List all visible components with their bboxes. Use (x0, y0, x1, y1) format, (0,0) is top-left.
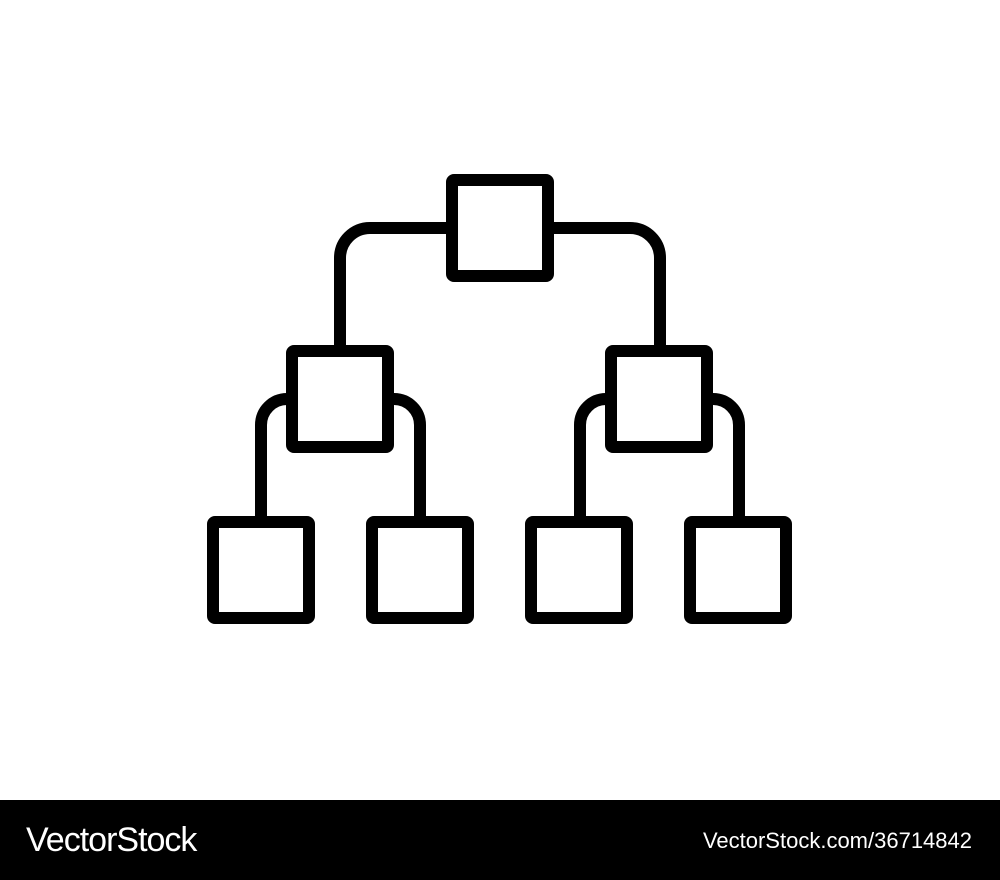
diagram-canvas (207, 174, 792, 624)
connector-root-right (548, 222, 666, 356)
node-leaf-1 (207, 516, 315, 624)
connector-left-mid-to-leaf-1 (255, 393, 293, 527)
node-leaf-4 (684, 516, 792, 624)
connector-root-left (334, 222, 452, 356)
watermark-footer: VectorStock VectorStock.com/36714842 (0, 800, 1000, 880)
brand-logo: VectorStock (26, 820, 197, 860)
connector-right-mid-to-leaf-4 (707, 393, 745, 527)
hierarchy-tree-icon (207, 174, 792, 624)
node-mid-left (286, 345, 394, 453)
connector-left-mid-to-leaf-2 (388, 393, 426, 527)
brand-name: VectorStock (26, 821, 197, 859)
node-root (446, 174, 554, 282)
node-mid-right (605, 345, 713, 453)
image-id-label: VectorStock.com/36714842 (702, 828, 972, 853)
connector-right-mid-to-leaf-3 (574, 393, 612, 527)
node-leaf-3 (525, 516, 633, 624)
node-leaf-2 (366, 516, 474, 624)
